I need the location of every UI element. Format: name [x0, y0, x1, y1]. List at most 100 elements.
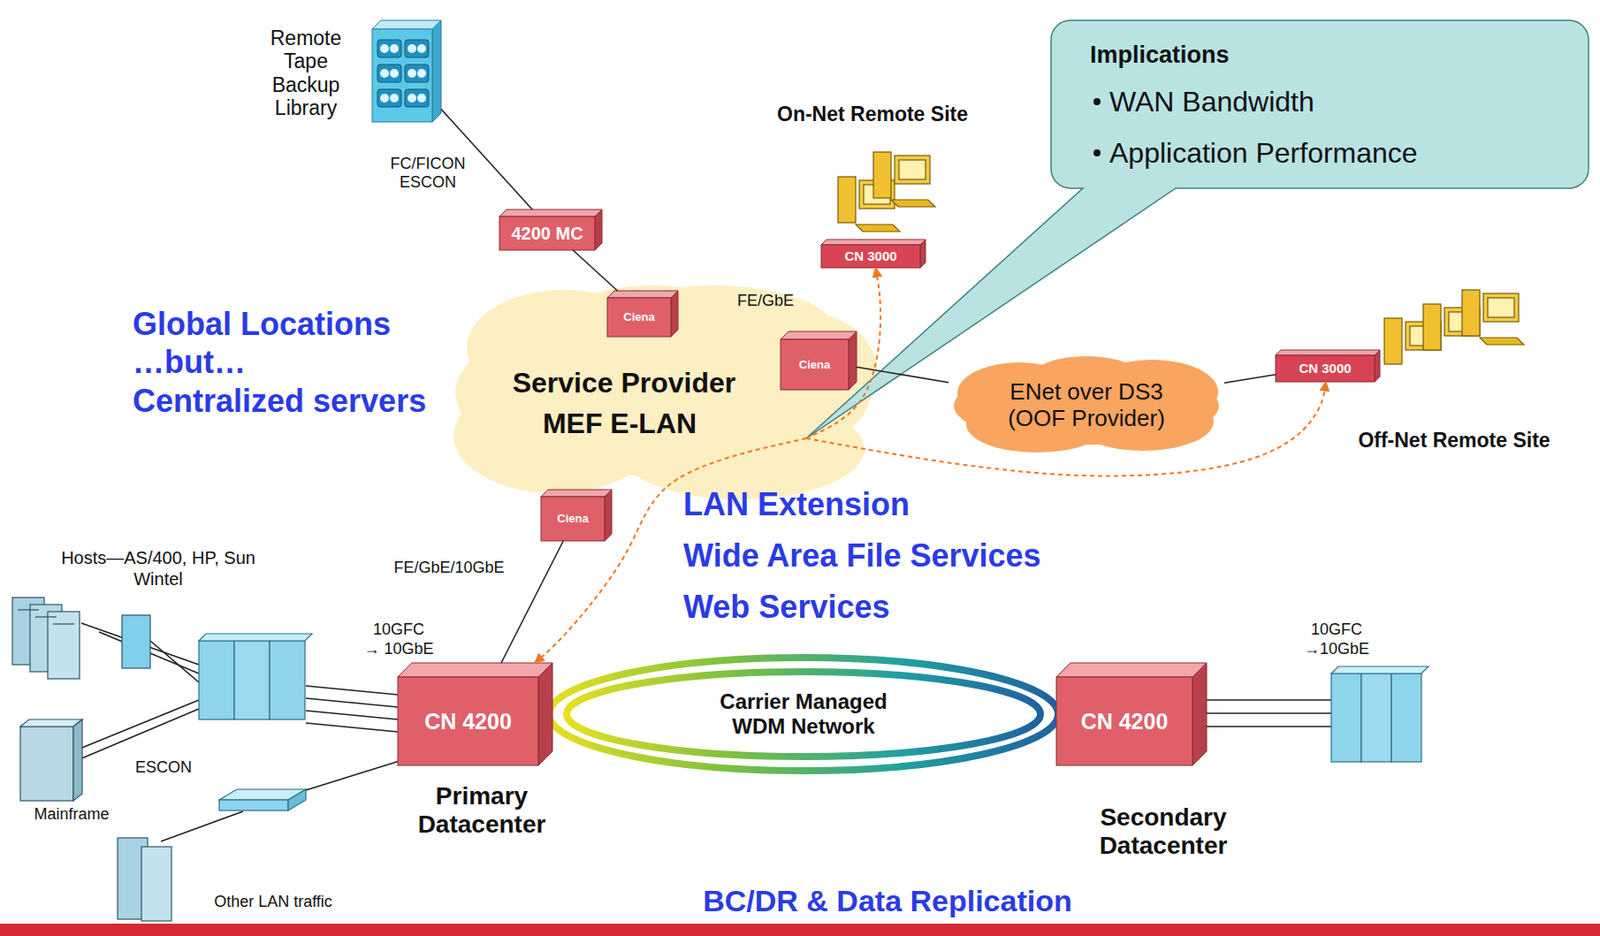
- label-text: Centralized servers: [132, 382, 427, 420]
- ciena-box: Ciena: [540, 489, 612, 541]
- onnet-pcs-part: [894, 155, 930, 184]
- tape-library-part: [389, 44, 399, 54]
- tape-library-shape: [372, 20, 442, 122]
- mainframe-part: [20, 719, 83, 727]
- node-title: CN 4200: [424, 708, 512, 735]
- tape-library-part: [404, 89, 429, 107]
- storage-cluster-part: [198, 633, 313, 641]
- label-text: 10GFC: [373, 620, 425, 640]
- host-servers-part: [53, 623, 75, 625]
- node-text: Secondary Datacenter: [1099, 803, 1228, 861]
- node-title: CN 3000: [1298, 360, 1351, 376]
- tape-library-part: [407, 68, 417, 78]
- implications-callout-part: [1093, 98, 1101, 106]
- offnet-pcs-part: [1479, 337, 1524, 345]
- host-wires-part: [1206, 712, 1332, 715]
- host-servers-part: [47, 611, 80, 679]
- tape-library-part: [380, 68, 389, 78]
- wdm-ring-part: [566, 671, 1041, 757]
- cn4200-box: CN 4200Primary Datacenter: [397, 662, 553, 766]
- ciena-box-part: [604, 489, 612, 541]
- lan-switch-part: [219, 800, 289, 811]
- cn3000-box-part: [1374, 350, 1380, 382]
- cn4200-box-part: [1056, 662, 1207, 678]
- cn4200-box-part: [397, 662, 553, 678]
- host-wires-part: [73, 708, 199, 762]
- cn3000-box-part: [1275, 350, 1380, 356]
- node-title: Service Provider: [512, 366, 737, 400]
- node-title: 4200 MC: [510, 223, 583, 244]
- tape-library-part: [404, 64, 429, 83]
- node-title: Remote Tape Backup Library: [270, 26, 343, 121]
- tape-library-part: [417, 68, 427, 78]
- tape-library-part: [407, 93, 417, 103]
- cn3000-box-part: [821, 239, 926, 245]
- node-title: Carrier Managed WDM Network: [697, 689, 910, 739]
- footer-bar: [0, 923, 1600, 936]
- mainframe-part: [73, 719, 83, 801]
- lan-switch: [219, 789, 306, 811]
- ciena-box-part: [780, 339, 849, 390]
- tape-library-part: [377, 39, 402, 58]
- tape-library-part: [377, 64, 402, 83]
- tape-library-part: [407, 44, 417, 54]
- label-text: FE/GbE/10GbE: [393, 558, 504, 578]
- label-text: →10GbE: [1303, 640, 1370, 659]
- remote-storage-part: [1361, 673, 1392, 762]
- node-title: Ciena: [799, 358, 831, 372]
- cn4200-box: CN 4200Secondary Datacenter: [1056, 662, 1207, 766]
- implications-callout: ImplicationsWAN BandwidthApplication Per…: [1051, 20, 1589, 189]
- onnet-pcs: [838, 152, 936, 232]
- implications-callout-part: [806, 20, 1589, 439]
- host-wires-part: [305, 685, 398, 695]
- offnet-pcs: [1384, 289, 1524, 365]
- tape-library-part: [389, 93, 399, 103]
- mc-box-part: [594, 209, 602, 251]
- host-wires-part: [305, 710, 398, 720]
- node-text: Primary Datacenter: [418, 782, 547, 839]
- cn3000-box-part: [1275, 355, 1375, 382]
- label-text: → 10GbE: [363, 640, 434, 659]
- cn4200-box-part: [1056, 677, 1193, 766]
- label-text: …but…: [132, 343, 246, 381]
- cn3000-box-part: [920, 239, 926, 268]
- label-text: Mainframe: [33, 805, 109, 824]
- node-text: MEF E-LAN: [542, 407, 697, 441]
- host-servers: [12, 597, 151, 679]
- offnet-pcs-part: [1423, 304, 1441, 351]
- ciena-box-part: [540, 496, 605, 541]
- node-text: WAN Bandwidth: [1109, 85, 1315, 119]
- ciena-box-part: [848, 331, 857, 390]
- host-wires-part: [305, 698, 398, 708]
- remote-storage-part: [1331, 666, 1429, 674]
- host-servers-part: [35, 616, 57, 618]
- offnet-pcs-part: [1483, 293, 1519, 322]
- tape-library-part: [417, 93, 427, 103]
- label-text: LAN Extension: [683, 486, 910, 523]
- node-text: Application Performance: [1109, 137, 1418, 170]
- lan-switch-part: [288, 789, 306, 811]
- node-title: Ciena: [556, 512, 588, 526]
- label-text: Wide Area File Services: [683, 537, 1042, 574]
- remote-storage: [1331, 666, 1429, 762]
- label-text: ESCON: [135, 758, 192, 778]
- mc-box: 4200 MC: [499, 209, 602, 251]
- onnet-pcs-part: [855, 224, 900, 232]
- cn4200-box-part: [538, 662, 553, 766]
- mainframe-part: [20, 726, 74, 801]
- ciena-box: Ciena: [780, 331, 857, 390]
- provider-cloud-part: [572, 285, 732, 339]
- tape-library-part: [417, 44, 427, 54]
- tape-library-part: [380, 93, 389, 103]
- node-title: CN 4200: [1081, 708, 1169, 735]
- host-wires-part: [1206, 725, 1332, 728]
- ciena-box-part: [607, 290, 679, 298]
- cn3000-box: CN 3000: [821, 239, 926, 268]
- ciena-box-part: [670, 290, 679, 337]
- host-wires-part: [305, 723, 398, 732]
- remote-storage-part: [1391, 673, 1422, 762]
- label-text: Global Locations: [132, 305, 391, 343]
- host-wires-part: [73, 700, 199, 752]
- offnet-pcs-part: [1487, 297, 1515, 318]
- label-text: On-Net Remote Site: [777, 102, 968, 126]
